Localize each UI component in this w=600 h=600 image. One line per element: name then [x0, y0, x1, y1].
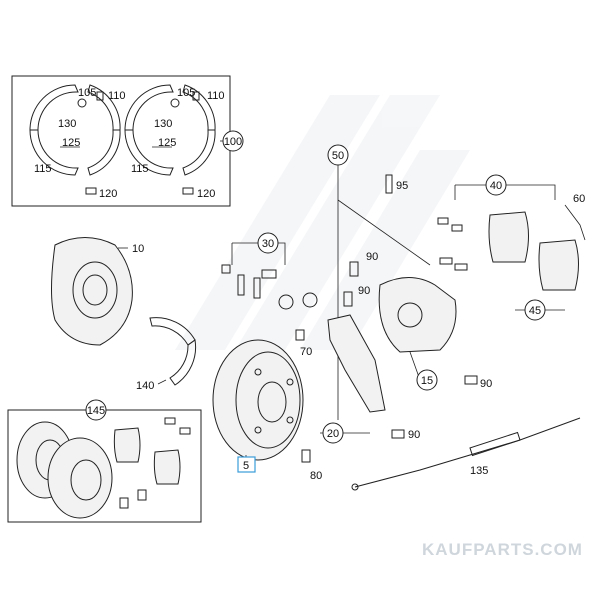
callout-box-5[interactable]	[237, 456, 256, 473]
callout-95[interactable]: 95	[396, 180, 408, 192]
callout-60[interactable]: 60	[573, 193, 585, 205]
callout-110-left[interactable]: 110	[108, 90, 126, 102]
callout-130-right[interactable]: 130	[154, 118, 172, 130]
callout-90-right[interactable]: 90	[480, 378, 492, 390]
callout-125-right[interactable]: 125	[158, 137, 176, 149]
callout-115-right[interactable]: 115	[131, 163, 149, 175]
bracket-bolt[interactable]	[391, 429, 405, 439]
callout-50[interactable]: 50	[332, 150, 344, 162]
callout-115-left[interactable]: 115	[34, 163, 52, 175]
small-parts-shoe-right	[152, 91, 200, 195]
watermark-text: KAUFPARTS.COM	[422, 540, 583, 559]
callout-100[interactable]: 100	[224, 136, 242, 148]
callout-40[interactable]: 40	[490, 180, 502, 192]
callout-10[interactable]: 10	[132, 243, 144, 255]
callout-80[interactable]: 80	[310, 470, 322, 482]
backing-plate[interactable]	[51, 237, 133, 346]
callout-circle-45[interactable]	[524, 299, 546, 321]
callout-circle-40[interactable]	[485, 174, 507, 196]
callout-5[interactable]: 5	[243, 460, 249, 472]
callout-circle-100[interactable]	[222, 130, 244, 152]
callout-125-left[interactable]: 125	[62, 137, 80, 149]
disc-screw[interactable]	[301, 449, 311, 463]
caliper-bracket[interactable]	[327, 314, 386, 413]
brake-pad-clips[interactable]	[437, 217, 468, 271]
small-parts-shoe-left	[60, 91, 104, 195]
callout-130-left[interactable]: 130	[58, 118, 76, 130]
callout-105-left[interactable]: 105	[78, 87, 96, 99]
brake-caliper[interactable]	[378, 277, 457, 353]
brake-shoe[interactable]	[149, 317, 197, 386]
screw-70[interactable]	[295, 329, 305, 341]
callout-30[interactable]: 30	[262, 238, 274, 250]
callout-120-left[interactable]: 120	[99, 188, 117, 200]
callout-90-middle[interactable]: 90	[358, 285, 370, 297]
guide-bolts[interactable]	[221, 264, 318, 310]
brake-disc[interactable]	[212, 339, 304, 461]
caliper-bolts[interactable]	[343, 261, 359, 307]
kit-brake-discs[interactable]	[16, 421, 113, 519]
callout-110-right[interactable]: 110	[207, 90, 225, 102]
callout-90-lower[interactable]: 90	[408, 429, 420, 441]
callout-140[interactable]: 140	[136, 380, 154, 392]
callout-20[interactable]: 20	[327, 428, 339, 440]
kit-brake-pads[interactable]	[113, 417, 191, 509]
callout-135[interactable]: 135	[470, 465, 488, 477]
callout-105-right[interactable]: 105	[177, 87, 195, 99]
callout-70[interactable]: 70	[300, 346, 312, 358]
callout-circle-15[interactable]	[416, 369, 438, 391]
callout-circle-20[interactable]	[322, 422, 344, 444]
callout-15[interactable]: 15	[421, 375, 433, 387]
brake-pads-front[interactable]	[488, 211, 579, 291]
callout-145[interactable]: 145	[87, 405, 105, 417]
callout-45[interactable]: 45	[529, 305, 541, 317]
callout-circle-145[interactable]	[85, 399, 107, 421]
bleeder-valve[interactable]	[385, 174, 393, 194]
callout-circle-30[interactable]	[257, 232, 279, 254]
parking-brake-shoe-left[interactable]	[29, 84, 121, 176]
parking-brake-cable[interactable]	[351, 417, 581, 491]
caliper-bolt-lower[interactable]	[464, 375, 478, 385]
parking-brake-shoe-right[interactable]	[124, 84, 216, 176]
callout-circle-50[interactable]	[327, 144, 349, 166]
callout-90-upper[interactable]: 90	[366, 251, 378, 263]
callout-120-right[interactable]: 120	[197, 188, 215, 200]
